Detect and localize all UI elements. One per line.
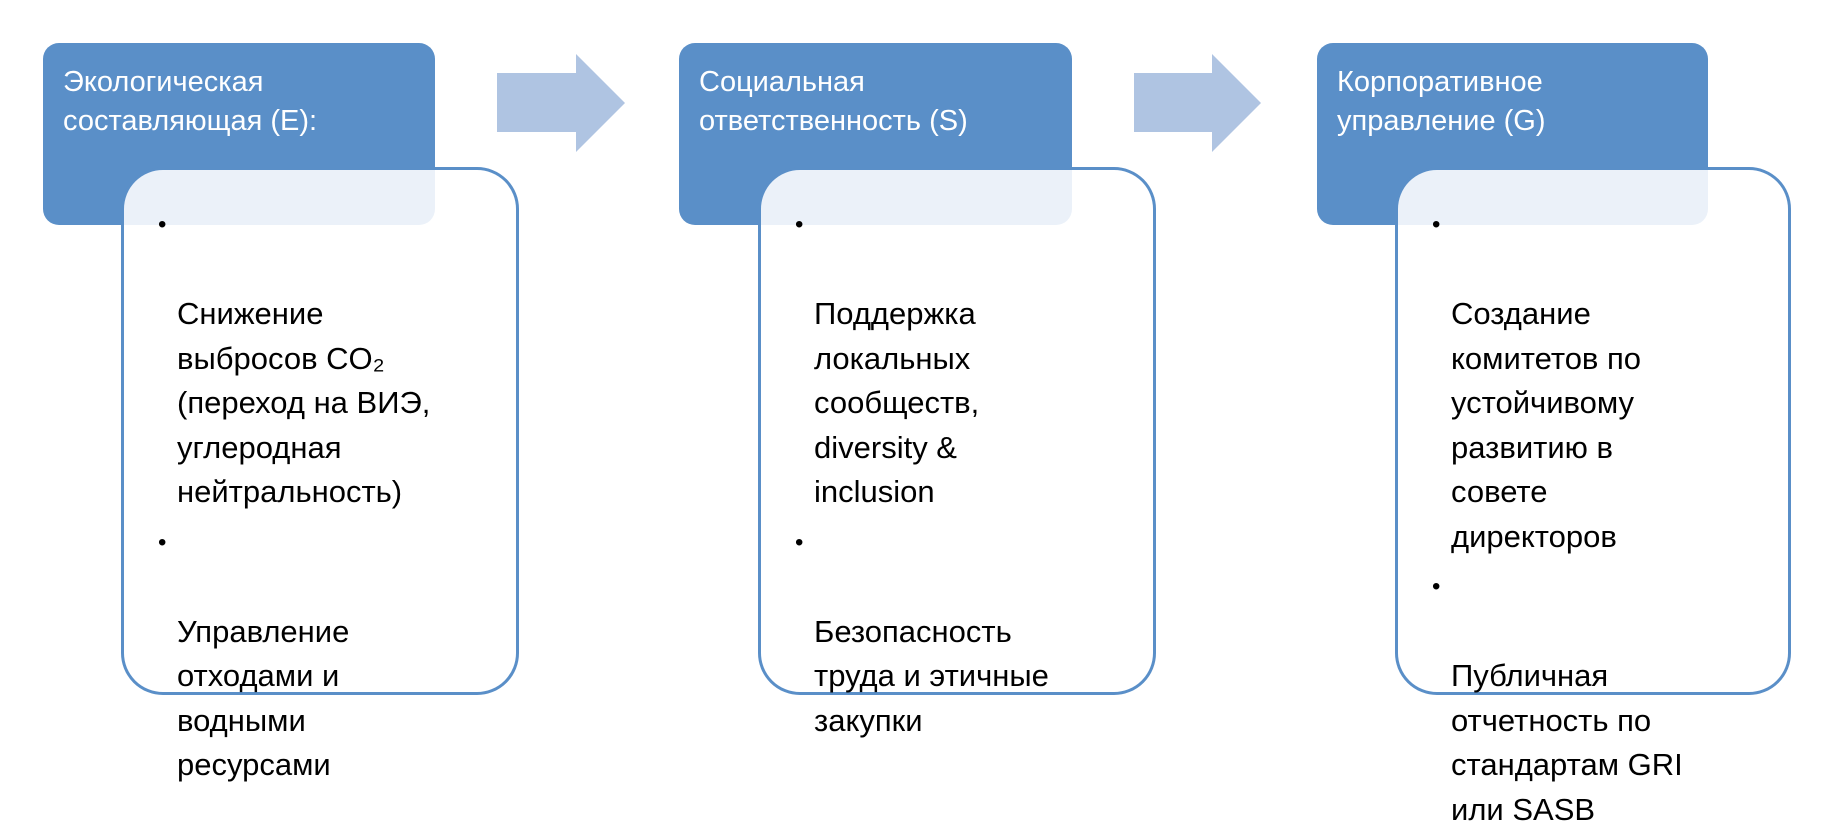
bullet-icon: • xyxy=(1432,573,1441,600)
bullet-text: Поддержка локальных сообществ, diversity… xyxy=(814,296,980,509)
esg-process-diagram: Экологическая составляющая (E): • Снижен… xyxy=(43,43,1791,827)
list-item: • Управление отходами и водными ресурсам… xyxy=(158,521,508,788)
stage-details-environmental xyxy=(121,167,519,695)
right-arrow-icon xyxy=(1134,54,1261,152)
list-item: • Безопасность труда и этичные закупки xyxy=(795,521,1150,744)
stage-details-social xyxy=(758,167,1156,695)
list-item: • Создание комитетов по устойчивому разв… xyxy=(1432,203,1787,559)
stage-title-social: Социальная ответственность (S) xyxy=(699,66,968,137)
bullet-icon: • xyxy=(158,211,167,238)
bullet-text: Создание комитетов по устойчивому развит… xyxy=(1451,296,1642,554)
list-item: • Публичная отчетность по стандартам GRI… xyxy=(1432,565,1787,832)
list-item: • Поддержка локальных сообществ, diversi… xyxy=(795,203,1150,515)
bullet-icon: • xyxy=(1432,211,1441,238)
stage-title-environmental: Экологическая составляющая (E): xyxy=(63,66,318,137)
bullet-icon: • xyxy=(795,528,804,556)
bullet-list-governance: • Создание комитетов по устойчивому разв… xyxy=(1432,203,1787,838)
bullet-text: Публичная отчетность по стандартам GRI и… xyxy=(1451,658,1683,827)
bullet-list-environmental: • Снижение выбросов CO₂ (переход на ВИЭ,… xyxy=(158,203,508,794)
bullet-text: Управление отходами и водными ресурсами xyxy=(177,613,350,783)
bullet-list-social: • Поддержка локальных сообществ, diversi… xyxy=(795,203,1150,749)
stage-details-governance xyxy=(1395,167,1791,695)
stage-title-governance: Корпоративное управление (G) xyxy=(1337,66,1546,137)
bullet-icon: • xyxy=(795,211,804,238)
bullet-text: Безопасность труда и этичные закупки xyxy=(814,613,1049,738)
right-arrow-icon xyxy=(497,54,625,152)
bullet-icon: • xyxy=(158,528,167,556)
list-item: • Снижение выбросов CO₂ (переход на ВИЭ,… xyxy=(158,203,508,515)
bullet-text: Снижение выбросов CO₂ (переход на ВИЭ, у… xyxy=(177,296,431,509)
